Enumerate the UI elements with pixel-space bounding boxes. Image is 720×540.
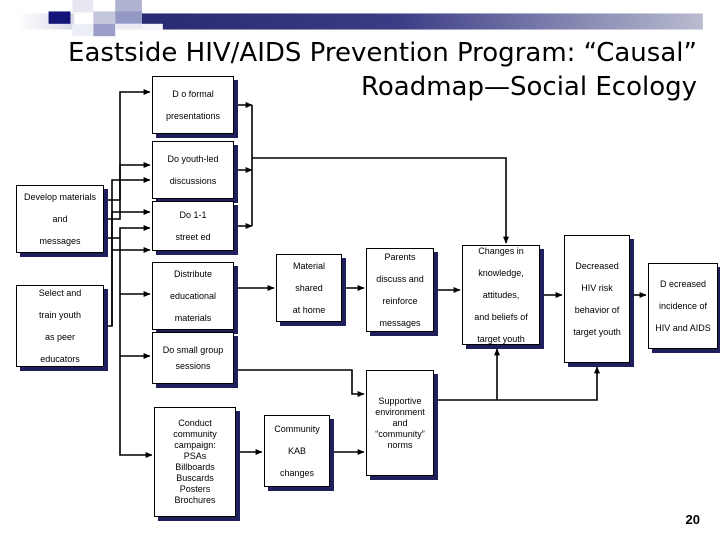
conn-supportive-to-risk: [497, 366, 600, 401]
node-label-line: train youth: [38, 310, 82, 320]
node-label-line: Posters: [179, 484, 211, 494]
node-label-line: at home: [292, 305, 326, 315]
node-label-line: presentations: [165, 111, 221, 121]
node-label-line: messages: [39, 236, 81, 246]
conn-develop-to-streeted: [104, 225, 151, 239]
node-label-line: “community”: [375, 428, 425, 439]
conn-develop-to-smallgroup: [119, 294, 151, 359]
slide-title: Eastside HIV/AIDS Prevention Program: “C…: [60, 36, 705, 104]
node-label-line: HIV risk: [581, 283, 613, 293]
node-label-line: Changes in: [478, 246, 524, 256]
node-label-line: as peer: [44, 332, 76, 342]
node-label-line: PSAs: [183, 451, 207, 461]
node-label-line: street ed: [175, 232, 211, 242]
node-label-line: discussions: [169, 176, 217, 186]
node-do-formal-presentations[interactable]: D o formal presentations: [152, 76, 234, 134]
node-label-line: Parents: [384, 252, 416, 262]
title-line-2: Roadmap—Social Ecology: [360, 72, 697, 102]
node-label-line: Community: [274, 424, 320, 434]
conn-interventions-to-changes: [252, 157, 509, 244]
node-material-shared-at-home[interactable]: Material shared at home: [276, 254, 342, 322]
node-label-line: and: [392, 417, 408, 428]
conn-select-to-formal: [104, 177, 151, 327]
node-develop-materials-and-messages[interactable]: Develop materials and messages: [16, 185, 104, 253]
node-label-line: target youth: [573, 327, 621, 337]
conn-smallgroup-to-supportive: [234, 369, 365, 397]
node-label-line: reinforce: [382, 296, 418, 306]
node-label-line: Supportive: [378, 395, 422, 406]
node-label-line: Do small group: [162, 345, 224, 355]
node-label-line: changes: [279, 468, 315, 478]
node-label-line: D o formal: [172, 89, 214, 99]
node-label-line: shared: [295, 283, 323, 293]
node-do-youth-led-discussions[interactable]: Do youth-led discussions: [152, 141, 234, 199]
node-label-line: norms: [387, 439, 413, 450]
title-line-1: Eastside HIV/AIDS Prevention Program: “C…: [68, 38, 697, 68]
node-label-line: Do 1-1: [179, 210, 207, 220]
node-label-line: environment: [375, 406, 425, 417]
node-label-line: D ecreased: [659, 279, 707, 289]
node-label-line: HIV and AIDS: [655, 323, 711, 333]
node-do-small-group-sessions[interactable]: Do small group sessions: [152, 332, 234, 384]
node-label-line: messages: [379, 318, 421, 328]
node-parents-discuss-and-reinforce-messages[interactable]: Parents discuss and reinforce messages: [366, 248, 434, 332]
conn-select-to-youthled: [111, 209, 151, 326]
node-label-line: community: [173, 429, 217, 439]
node-label-line: Develop materials: [23, 192, 97, 202]
node-label-line: materials: [174, 313, 212, 323]
node-label-line: Distribute: [173, 269, 212, 279]
node-label-line: discuss and: [376, 274, 424, 284]
node-label-line: target youth: [477, 334, 525, 344]
node-label-line: sessions: [175, 361, 211, 371]
conn-develop-to-distribute: [119, 238, 151, 297]
node-do-one-on-one-street-ed[interactable]: Do 1-1 street ed: [152, 201, 234, 251]
node-label-line: and: [52, 214, 68, 224]
node-label-line: Billboards: [175, 462, 215, 472]
node-label-line: incidence of: [658, 301, 708, 311]
node-label-line: campaign:: [174, 440, 216, 450]
node-label-line: Conduct: [178, 418, 212, 428]
node-label-line: KAB: [287, 446, 306, 456]
node-label-line: educators: [40, 354, 80, 364]
node-label-line: behavior of: [574, 305, 620, 315]
node-select-and-train-youth-as-peer-educators[interactable]: Select and train youth as peer educators: [16, 285, 104, 367]
node-label-line: Select and: [38, 288, 82, 298]
node-label-line: Decreased: [575, 261, 619, 271]
node-changes-in-knowledge-attitudes-beliefs[interactable]: Changes in knowledge, attitudes, and belief…: [462, 245, 540, 345]
page-number: 20: [685, 512, 700, 527]
node-decreased-incidence-of-hiv-and-aids[interactable]: D ecreased incidence of HIV and AIDS: [648, 263, 718, 349]
node-label-line: knowledge,: [478, 268, 524, 278]
node-label-line: Do youth-led: [167, 154, 219, 164]
conn-develop-to-formal: [104, 89, 151, 201]
node-label-line: Buscards: [176, 473, 214, 483]
conn-develop-to-campaign: [119, 356, 153, 458]
node-distribute-educational-materials[interactable]: Distribute educational materials: [152, 262, 234, 330]
node-label-line: and beliefs of: [474, 312, 528, 322]
conn-develop-to-youthled: [104, 162, 151, 220]
node-label-line: Brochures: [174, 495, 216, 505]
node-label-line: Material: [292, 261, 325, 271]
node-label-line: attitudes,: [482, 290, 520, 300]
node-label-line: educational: [169, 291, 217, 301]
